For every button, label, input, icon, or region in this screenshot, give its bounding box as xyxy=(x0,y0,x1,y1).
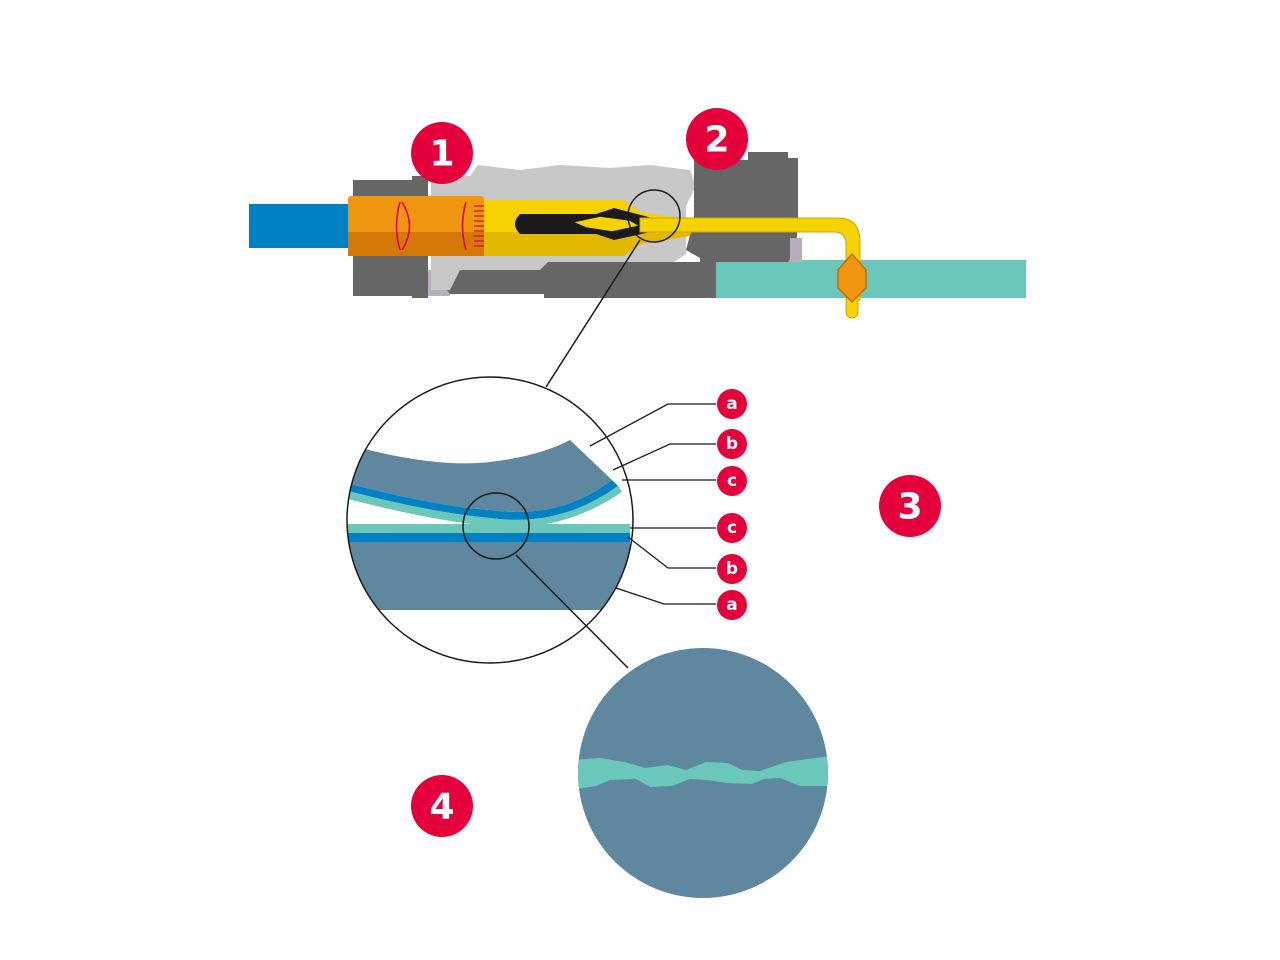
layer-label-upper-c: c xyxy=(717,466,747,496)
lower-layer-c xyxy=(347,524,630,533)
layer-label-lower-b: b xyxy=(717,554,747,584)
leader-lower-a xyxy=(615,587,716,605)
crimp-ferrule-shade xyxy=(348,232,484,256)
lower-layer-b xyxy=(347,533,630,542)
connector-cross-section xyxy=(249,152,1026,319)
svg-text:1: 1 xyxy=(429,134,454,175)
svg-text:4: 4 xyxy=(429,787,454,828)
crimp-mark-right xyxy=(461,201,467,251)
blue-cable xyxy=(249,204,353,248)
front-washer xyxy=(790,238,802,262)
layer-label-lower-a: a xyxy=(717,590,747,620)
callout-2: 2 xyxy=(686,108,748,170)
crimp-mark-left xyxy=(395,201,411,251)
contact-detail-view xyxy=(346,376,634,664)
upper-layer-c xyxy=(347,478,622,528)
contact-socket-shade xyxy=(484,232,690,256)
callout-3: 3 xyxy=(879,475,941,537)
leader-upper-b xyxy=(612,443,716,471)
callout-1: 1 xyxy=(411,122,473,184)
layer-label-upper-a: a xyxy=(717,389,747,419)
svg-text:c: c xyxy=(727,518,737,538)
contact-detail-outline xyxy=(346,376,634,664)
callout-4: 4 xyxy=(411,775,473,837)
zoom-source-circle xyxy=(627,189,681,243)
solder-joint xyxy=(837,252,867,304)
micro-contact-film xyxy=(578,756,828,790)
lower-layer-a xyxy=(347,542,630,610)
contact-point-circle xyxy=(462,492,530,560)
svg-text:2: 2 xyxy=(704,120,729,161)
svg-text:a: a xyxy=(726,394,737,414)
micro-contact-view xyxy=(578,648,828,898)
zoom-line-1 xyxy=(545,239,641,388)
layer-label-upper-b: b xyxy=(717,429,747,459)
svg-text:3: 3 xyxy=(897,487,922,528)
leader-lower-b xyxy=(627,536,716,569)
pcb-board xyxy=(716,260,1026,298)
crimp-serration xyxy=(474,205,484,247)
svg-text:c: c xyxy=(727,471,737,491)
svg-text:a: a xyxy=(726,595,737,615)
zoom-line-2 xyxy=(515,554,629,669)
svg-text:b: b xyxy=(726,559,738,579)
layer-label-lower-c: c xyxy=(717,513,747,543)
svg-text:b: b xyxy=(726,434,738,454)
leader-lines xyxy=(589,403,716,605)
upper-layer-a xyxy=(347,430,612,512)
leader-upper-a xyxy=(589,403,716,447)
upper-layer-b xyxy=(347,470,618,520)
